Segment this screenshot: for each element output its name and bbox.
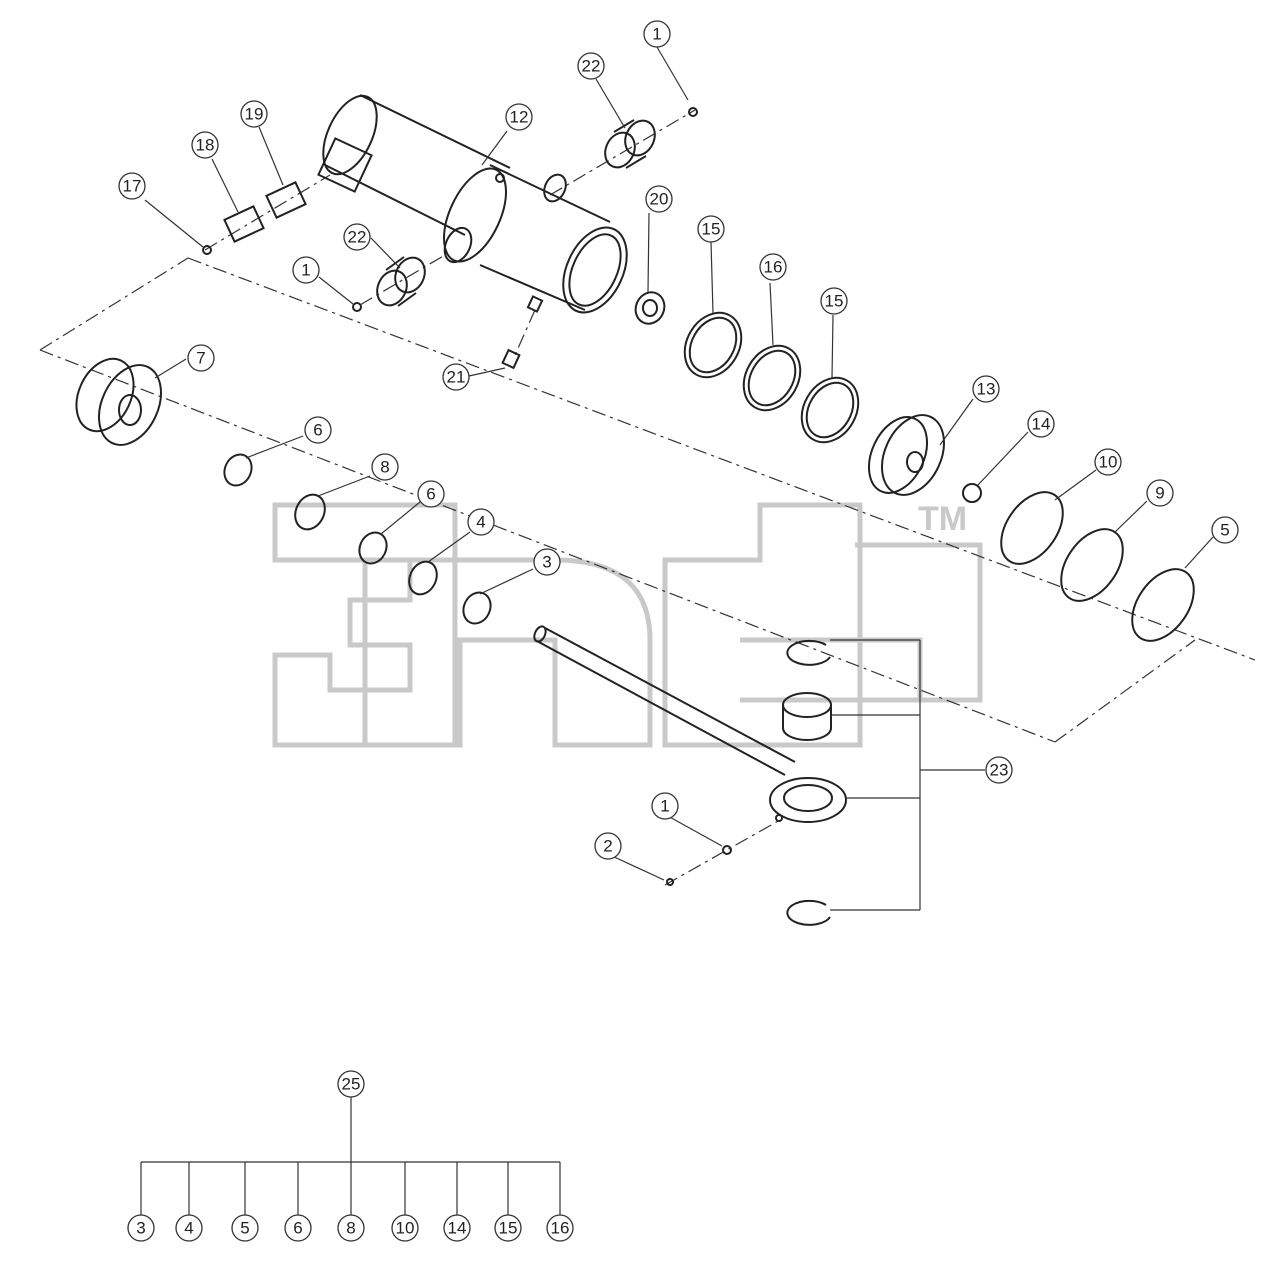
kit-item-5: 5 bbox=[231, 1214, 259, 1242]
svg-text:2: 2 bbox=[603, 837, 612, 856]
svg-text:6: 6 bbox=[426, 485, 435, 504]
part-12-cylinder-barrel bbox=[317, 94, 628, 314]
balloon-7: 7 bbox=[187, 344, 215, 372]
kit-item-14: 14 bbox=[443, 1214, 471, 1242]
svg-text:7: 7 bbox=[196, 349, 205, 368]
balloon-20: 20 bbox=[645, 185, 673, 213]
svg-text:19: 19 bbox=[245, 105, 264, 124]
balloon-1-top: 1 bbox=[643, 20, 671, 48]
svg-text:23: 23 bbox=[990, 761, 1009, 780]
balloon-18: 18 bbox=[191, 131, 219, 159]
watermark-logo: TM bbox=[272, 500, 983, 748]
svg-text:20: 20 bbox=[650, 190, 669, 209]
svg-text:6: 6 bbox=[293, 1219, 302, 1238]
balloon-1-bottom: 1 bbox=[651, 792, 679, 820]
kit-item-10: 10 bbox=[391, 1214, 419, 1242]
leader-lines bbox=[144, 46, 1214, 911]
svg-text:25: 25 bbox=[342, 1075, 361, 1094]
balloon-8-upper: 8 bbox=[371, 453, 399, 481]
balloon-6-second: 6 bbox=[417, 480, 445, 508]
trademark-mark: TM bbox=[918, 500, 967, 538]
svg-text:16: 16 bbox=[764, 258, 783, 277]
balloon-6-first: 6 bbox=[304, 416, 332, 444]
svg-text:4: 4 bbox=[184, 1219, 193, 1238]
svg-text:15: 15 bbox=[702, 220, 721, 239]
svg-text:1: 1 bbox=[301, 261, 310, 280]
svg-text:17: 17 bbox=[123, 177, 142, 196]
kit-item-8: 8 bbox=[337, 1214, 365, 1242]
svg-text:22: 22 bbox=[582, 57, 601, 76]
part-rod bbox=[533, 625, 847, 823]
part-13-piston bbox=[867, 414, 945, 496]
balloon-2: 2 bbox=[594, 832, 622, 860]
svg-text:18: 18 bbox=[196, 136, 215, 155]
svg-text:4: 4 bbox=[476, 513, 485, 532]
balloon-17: 17 bbox=[118, 172, 146, 200]
svg-text:16: 16 bbox=[551, 1219, 570, 1238]
svg-text:5: 5 bbox=[1220, 521, 1229, 540]
small-fasteners bbox=[202, 107, 732, 886]
balloon-25: 25 bbox=[337, 1070, 365, 1098]
seal-rings-upper bbox=[683, 311, 860, 444]
balloon-13: 13 bbox=[972, 375, 1000, 403]
balloon-23: 23 bbox=[985, 756, 1013, 784]
balloon-4-upper: 4 bbox=[467, 508, 495, 536]
kit-25-tree: 25 3 4 5 6 8 10 14 15 16 bbox=[127, 1070, 574, 1242]
balloon-16-upper: 16 bbox=[759, 253, 787, 281]
svg-text:3: 3 bbox=[136, 1219, 145, 1238]
svg-text:15: 15 bbox=[499, 1219, 518, 1238]
part-7-gland-head bbox=[75, 357, 162, 446]
svg-text:15: 15 bbox=[825, 292, 844, 311]
part-22-bushing-top bbox=[604, 119, 656, 169]
balloon-12: 12 bbox=[505, 103, 533, 131]
part-18-19-plates bbox=[223, 181, 307, 243]
svg-text:8: 8 bbox=[380, 458, 389, 477]
svg-text:22: 22 bbox=[348, 228, 367, 247]
svg-text:14: 14 bbox=[1032, 415, 1051, 434]
svg-text:14: 14 bbox=[448, 1219, 467, 1238]
kit-item-16: 16 bbox=[546, 1214, 574, 1242]
kit-item-3: 3 bbox=[127, 1214, 155, 1242]
balloon-22-top: 22 bbox=[577, 52, 605, 80]
balloon-15-second: 15 bbox=[820, 287, 848, 315]
balloon-15-first: 15 bbox=[697, 215, 725, 243]
balloon-21: 21 bbox=[442, 363, 470, 391]
balloon-22-bottom: 22 bbox=[343, 223, 371, 251]
svg-text:3: 3 bbox=[542, 553, 551, 572]
balloon-14-upper: 14 bbox=[1027, 410, 1055, 438]
svg-text:12: 12 bbox=[510, 108, 529, 127]
svg-text:8: 8 bbox=[346, 1219, 355, 1238]
balloon-5-upper: 5 bbox=[1211, 516, 1239, 544]
svg-text:21: 21 bbox=[447, 368, 466, 387]
seal-rings-right bbox=[962, 483, 1195, 642]
kit-item-6: 6 bbox=[284, 1214, 312, 1242]
kit-item-4: 4 bbox=[175, 1214, 203, 1242]
svg-text:10: 10 bbox=[1099, 453, 1118, 472]
part-23-rod-eye-kit bbox=[782, 639, 832, 926]
seals-lower bbox=[223, 453, 492, 625]
kit-item-15: 15 bbox=[494, 1214, 522, 1242]
axis-lines bbox=[39, 109, 1256, 886]
part-balloons: 1 22 12 19 18 17 20 22 15 1 16 15 7 21 1… bbox=[118, 20, 1239, 860]
balloon-19: 19 bbox=[240, 100, 268, 128]
part-20-nut bbox=[634, 291, 666, 325]
balloon-1-middle: 1 bbox=[292, 256, 320, 284]
balloon-9: 9 bbox=[1146, 479, 1174, 507]
svg-text:13: 13 bbox=[977, 380, 996, 399]
svg-text:1: 1 bbox=[652, 25, 661, 44]
svg-text:9: 9 bbox=[1155, 484, 1164, 503]
balloon-10-upper: 10 bbox=[1094, 448, 1122, 476]
svg-text:1: 1 bbox=[660, 797, 669, 816]
balloon-3-upper: 3 bbox=[533, 548, 561, 576]
svg-text:5: 5 bbox=[240, 1219, 249, 1238]
svg-text:6: 6 bbox=[313, 421, 322, 440]
svg-text:10: 10 bbox=[396, 1219, 415, 1238]
